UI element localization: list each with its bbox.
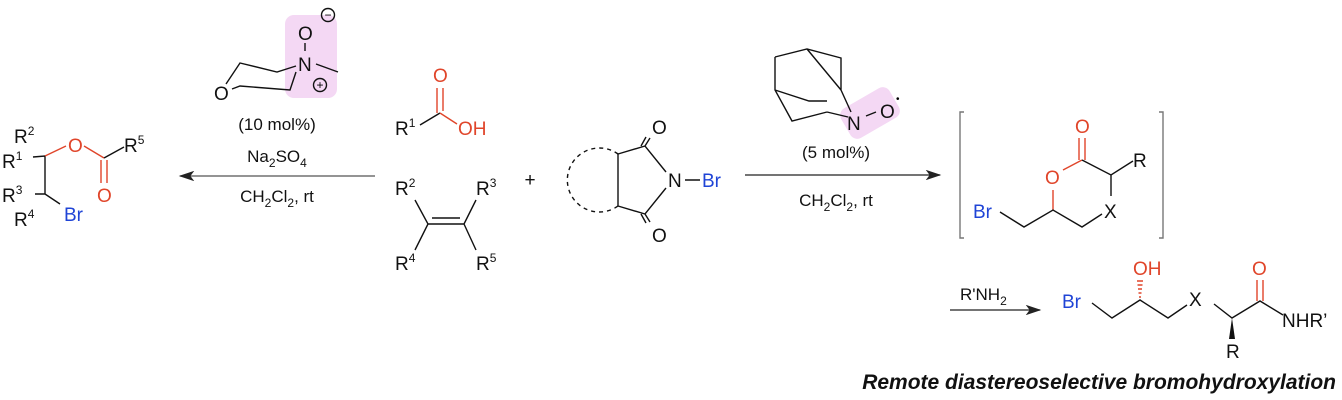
bromoester-product: R2 R1 R3 R4 R5 O O Br <box>2 124 145 231</box>
carboxylic-acid: O R1 OH <box>395 66 487 140</box>
minus-charge: − <box>324 8 331 22</box>
wedge-bond <box>1229 318 1235 339</box>
brackets <box>959 111 1164 239</box>
r1-label: R1 <box>2 149 23 173</box>
lactone-carbonyl-oxygen: O <box>1075 117 1090 138</box>
carbonyl-oxygen: O <box>97 186 112 207</box>
nitroxyl-catalyst: N O • <box>774 48 900 139</box>
lactone-intermediate: O O R X Br <box>959 111 1164 239</box>
r5-label: R5 <box>124 133 145 157</box>
ester-oxygen: O <box>68 136 83 157</box>
lactone-bromine: Br <box>973 202 993 223</box>
imide-oxygen-top: O <box>652 118 667 139</box>
radical-dot: • <box>896 94 900 105</box>
amine-reagent: R'NH2 <box>960 285 1007 308</box>
alkene: R2 R3 R4 R5 <box>395 176 497 275</box>
bromohydrin-amide-product: Br OH X O NHR’ R <box>1062 259 1327 363</box>
ring-oxygen: O <box>214 84 229 105</box>
lactone-ring-oxygen: O <box>1045 168 1060 189</box>
n-bromoimide: O O N Br <box>566 118 722 247</box>
product-amide: NHR’ <box>1282 311 1327 332</box>
lactone-r: R <box>1133 151 1147 172</box>
alkene-r5: R5 <box>476 251 497 275</box>
nitroxyl-oxygen: O <box>880 102 895 123</box>
alkene-r3: R3 <box>476 176 497 200</box>
solvent-right: CH2Cl2, rt <box>799 191 873 214</box>
r2-label: R2 <box>14 124 35 148</box>
scheme-caption: Remote diastereoselective bromohydroxyla… <box>862 371 1336 394</box>
nitroxyl-highlight <box>840 87 900 139</box>
solvent-left: CH2Cl2, rt <box>240 187 314 210</box>
plus-charge: + <box>316 78 323 92</box>
plus-sign: + <box>524 170 535 191</box>
acid-hydroxyl: OH <box>458 119 487 140</box>
nitroxyl-nitrogen: N <box>847 114 861 135</box>
bromine-atom: Br <box>64 205 84 226</box>
oxide-oxygen: O <box>298 24 313 45</box>
acid-carbonyl-oxygen: O <box>433 66 448 87</box>
nitrogen-atom: N <box>298 55 312 76</box>
lactone-x: X <box>1104 202 1117 223</box>
nmo-catalyst: O − N + O <box>214 7 339 105</box>
product-carbonyl-oxygen: O <box>1252 259 1267 280</box>
product-x: X <box>1189 290 1202 311</box>
r3-label: R3 <box>2 183 23 207</box>
r4-label: R4 <box>14 207 35 231</box>
catalyst-loading-right: (5 mol%) <box>802 143 870 162</box>
catalyst-highlight <box>285 15 337 98</box>
additive-label: Na2SO4 <box>247 147 307 170</box>
product-r: R <box>1226 342 1240 363</box>
hashed-bond <box>1137 280 1143 298</box>
product-hydroxyl: OH <box>1133 259 1162 280</box>
catalyst-loading-left: (10 mol%) <box>238 115 315 134</box>
imide-bromine: Br <box>702 171 722 192</box>
alkene-r4: R4 <box>395 251 416 275</box>
dashed-ring <box>566 147 619 213</box>
alkene-r2: R2 <box>395 176 416 200</box>
product-bromine: Br <box>1062 292 1082 313</box>
acid-r1: R1 <box>395 116 416 140</box>
imide-nitrogen: N <box>668 171 682 192</box>
imide-oxygen-bottom: O <box>652 226 667 247</box>
